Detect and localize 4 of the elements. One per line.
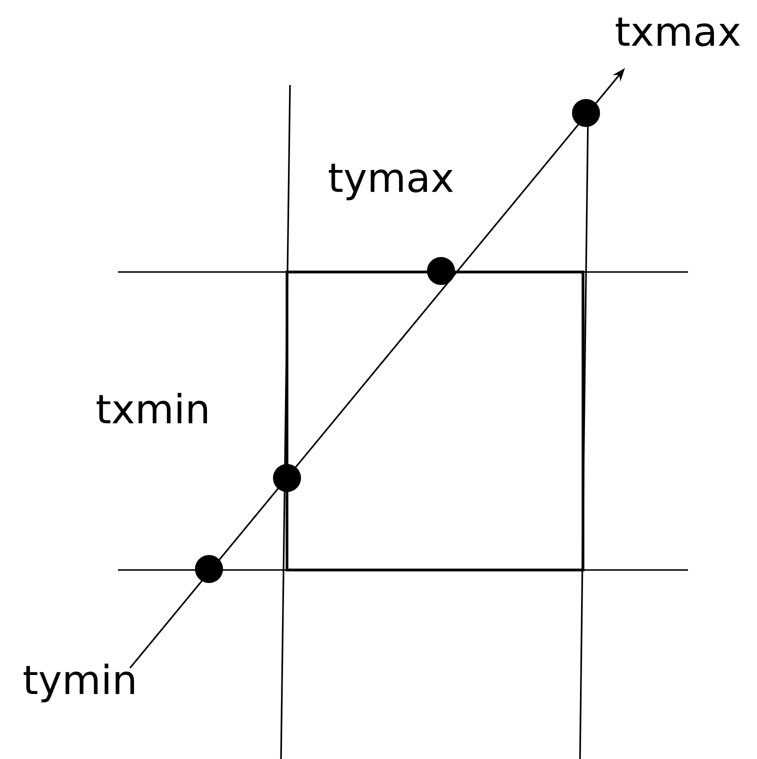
axis-label: tymax — [328, 164, 453, 200]
axis-label: txmax — [616, 18, 740, 46]
axis-label: txmin — [96, 392, 207, 424]
axis-label: tymin — [24, 664, 134, 702]
